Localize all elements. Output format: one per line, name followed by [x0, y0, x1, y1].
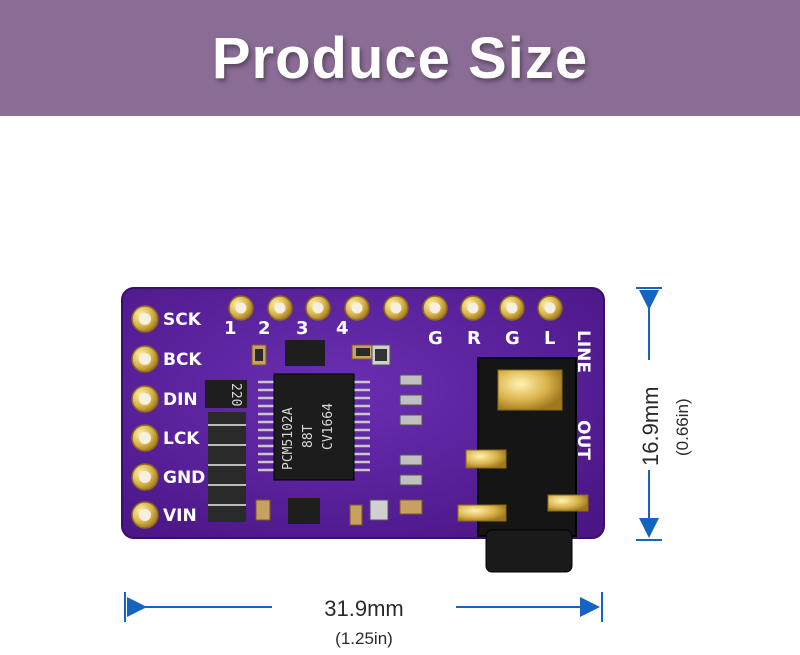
pin-label-din: DIN — [163, 390, 198, 410]
pin-label-sck: SCK — [163, 310, 202, 330]
resistor-code: 220 — [228, 383, 243, 406]
top-pin-row — [228, 295, 563, 321]
width-mm-label: 31.9mm — [324, 596, 403, 621]
smd-components: 220 — [205, 340, 423, 526]
pin-number-3: 3 — [296, 318, 309, 339]
pin-number-1: 1 — [224, 318, 237, 339]
pin-label-gnd: GND — [163, 468, 205, 488]
product-illustration: SCK BCK DIN LCK GND VIN 1 2 3 4 G R G L … — [121, 287, 692, 648]
width-in-label: (1.25in) — [335, 629, 393, 648]
line-label: LINE — [573, 330, 593, 373]
pin-number-2: 2 — [258, 318, 271, 339]
pin-label-g1: G — [428, 328, 443, 349]
height-in-label: (0.66in) — [673, 398, 692, 456]
pin-label-g2: G — [505, 328, 520, 349]
dac-chip: PCM5102A 88T CV1664 — [258, 373, 370, 481]
pin-label-l: L — [544, 328, 555, 349]
banner-title: Produce Size — [211, 25, 589, 91]
height-dimension — [636, 287, 662, 541]
out-label: OUT — [573, 420, 593, 460]
pin-number-4: 4 — [336, 318, 349, 339]
pin-label-r: R — [467, 328, 481, 349]
chip-label-2: 88T — [301, 424, 316, 448]
title-banner: Produce Size — [0, 0, 800, 116]
pin-label-lck: LCK — [163, 429, 200, 449]
pin-label-vin: VIN — [163, 506, 197, 526]
chip-label-1: PCM5102A — [281, 407, 296, 470]
pin-label-bck: BCK — [163, 350, 202, 370]
chip-label-3: CV1664 — [321, 403, 336, 450]
left-pin-column — [131, 305, 159, 529]
height-mm-label: 16.9mm — [638, 387, 663, 466]
width-dimension — [124, 592, 603, 622]
audio-jack — [457, 357, 589, 573]
